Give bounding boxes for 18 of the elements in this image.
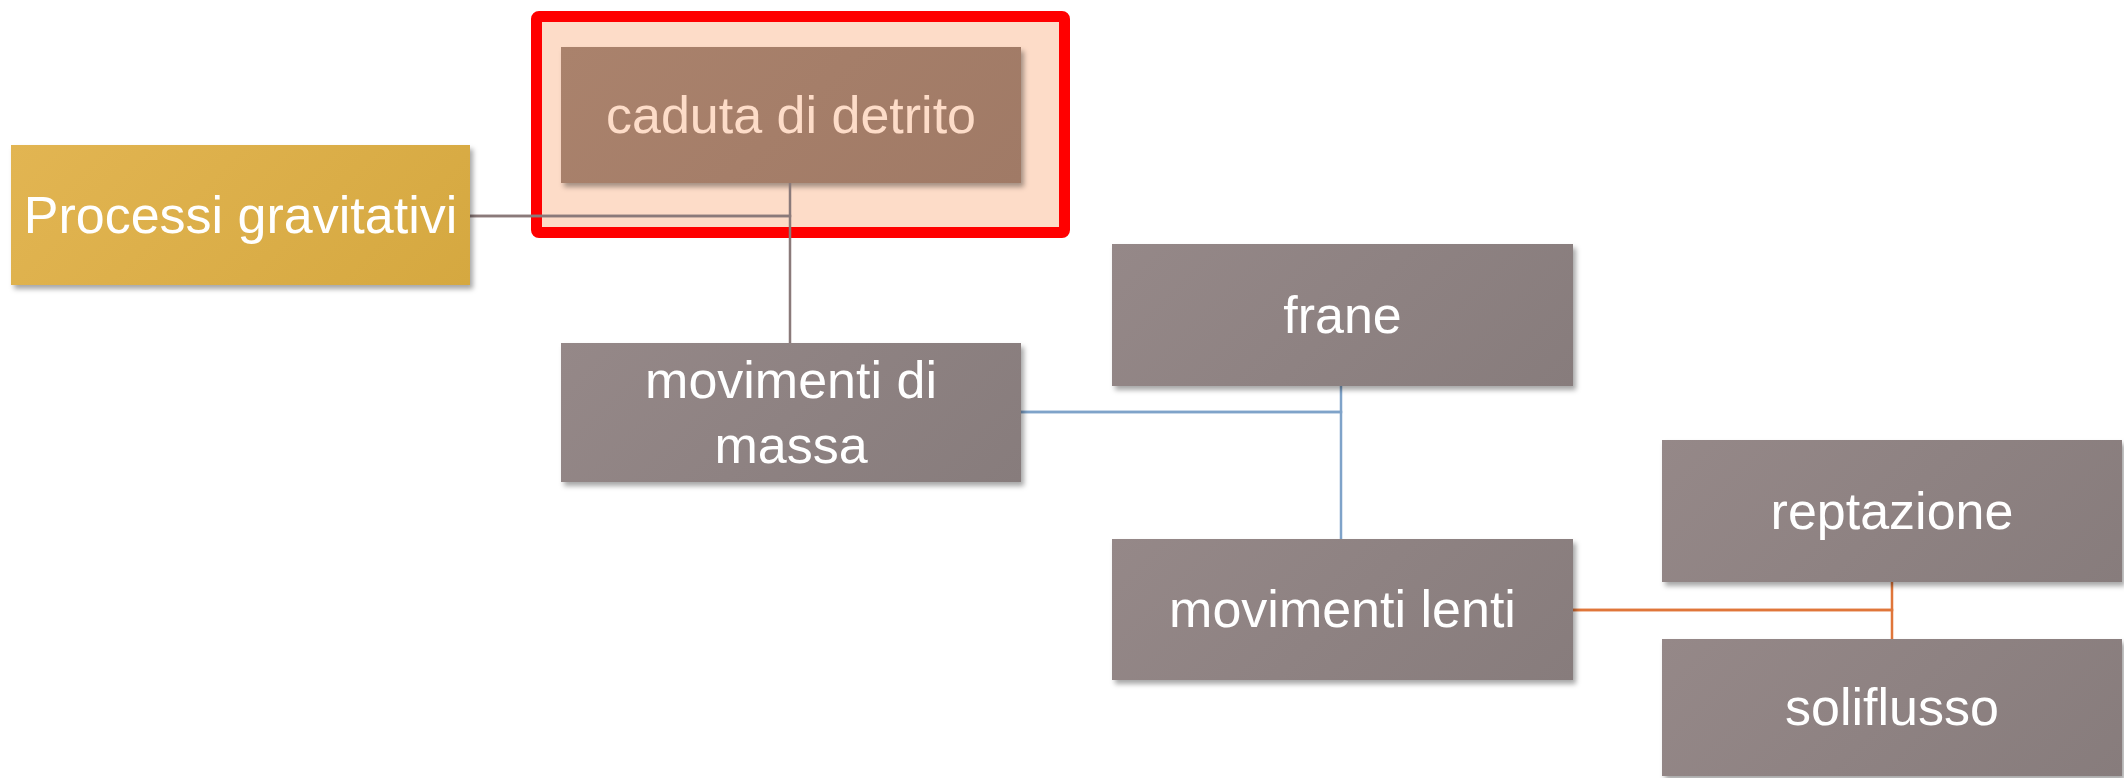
box-label: movimenti di massa (644, 349, 938, 476)
process-box (561, 343, 1021, 482)
box-label: reptazione (1770, 480, 2014, 542)
box-label: frane (1283, 284, 1402, 346)
process-box (1662, 639, 2122, 776)
connector-line (470, 214, 792, 343)
process-box (1112, 539, 1573, 680)
process-box (1112, 244, 1573, 386)
box-label: soliflusso (1785, 677, 1999, 738)
process-box (1662, 440, 2122, 582)
box-label: movimenti lenti (1169, 579, 1516, 640)
connector-line (1573, 608, 1894, 639)
highlight-frame (531, 11, 1070, 238)
process-box (561, 47, 1021, 183)
box-label: Processi gravitativi (23, 184, 458, 246)
box-label: caduta di detrito (606, 84, 976, 146)
process-box (11, 145, 470, 285)
connector-line (1021, 410, 1343, 539)
